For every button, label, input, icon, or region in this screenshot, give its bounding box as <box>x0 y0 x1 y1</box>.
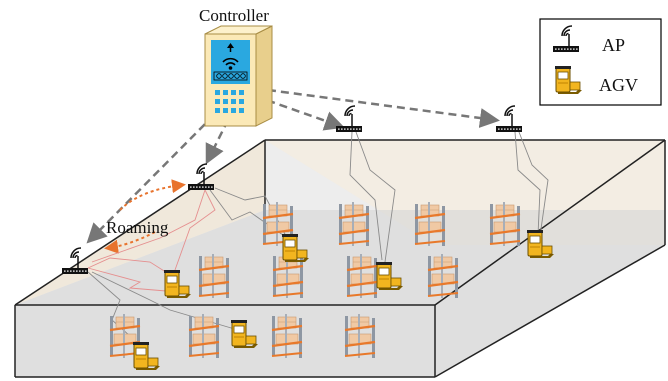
legend-agv-label: AGV <box>599 75 638 95</box>
legend-ap-label: AP <box>602 35 626 55</box>
access-point-icon <box>495 105 523 133</box>
access-point-icon <box>335 105 363 133</box>
warehouse-floor-gray <box>15 210 665 377</box>
controller-label: Controller <box>199 6 269 25</box>
controller-device <box>204 25 273 127</box>
controller-keypad <box>215 90 244 113</box>
roaming-label: Roaming <box>106 218 169 237</box>
legend <box>539 18 662 106</box>
roaming-arrows <box>104 179 186 254</box>
